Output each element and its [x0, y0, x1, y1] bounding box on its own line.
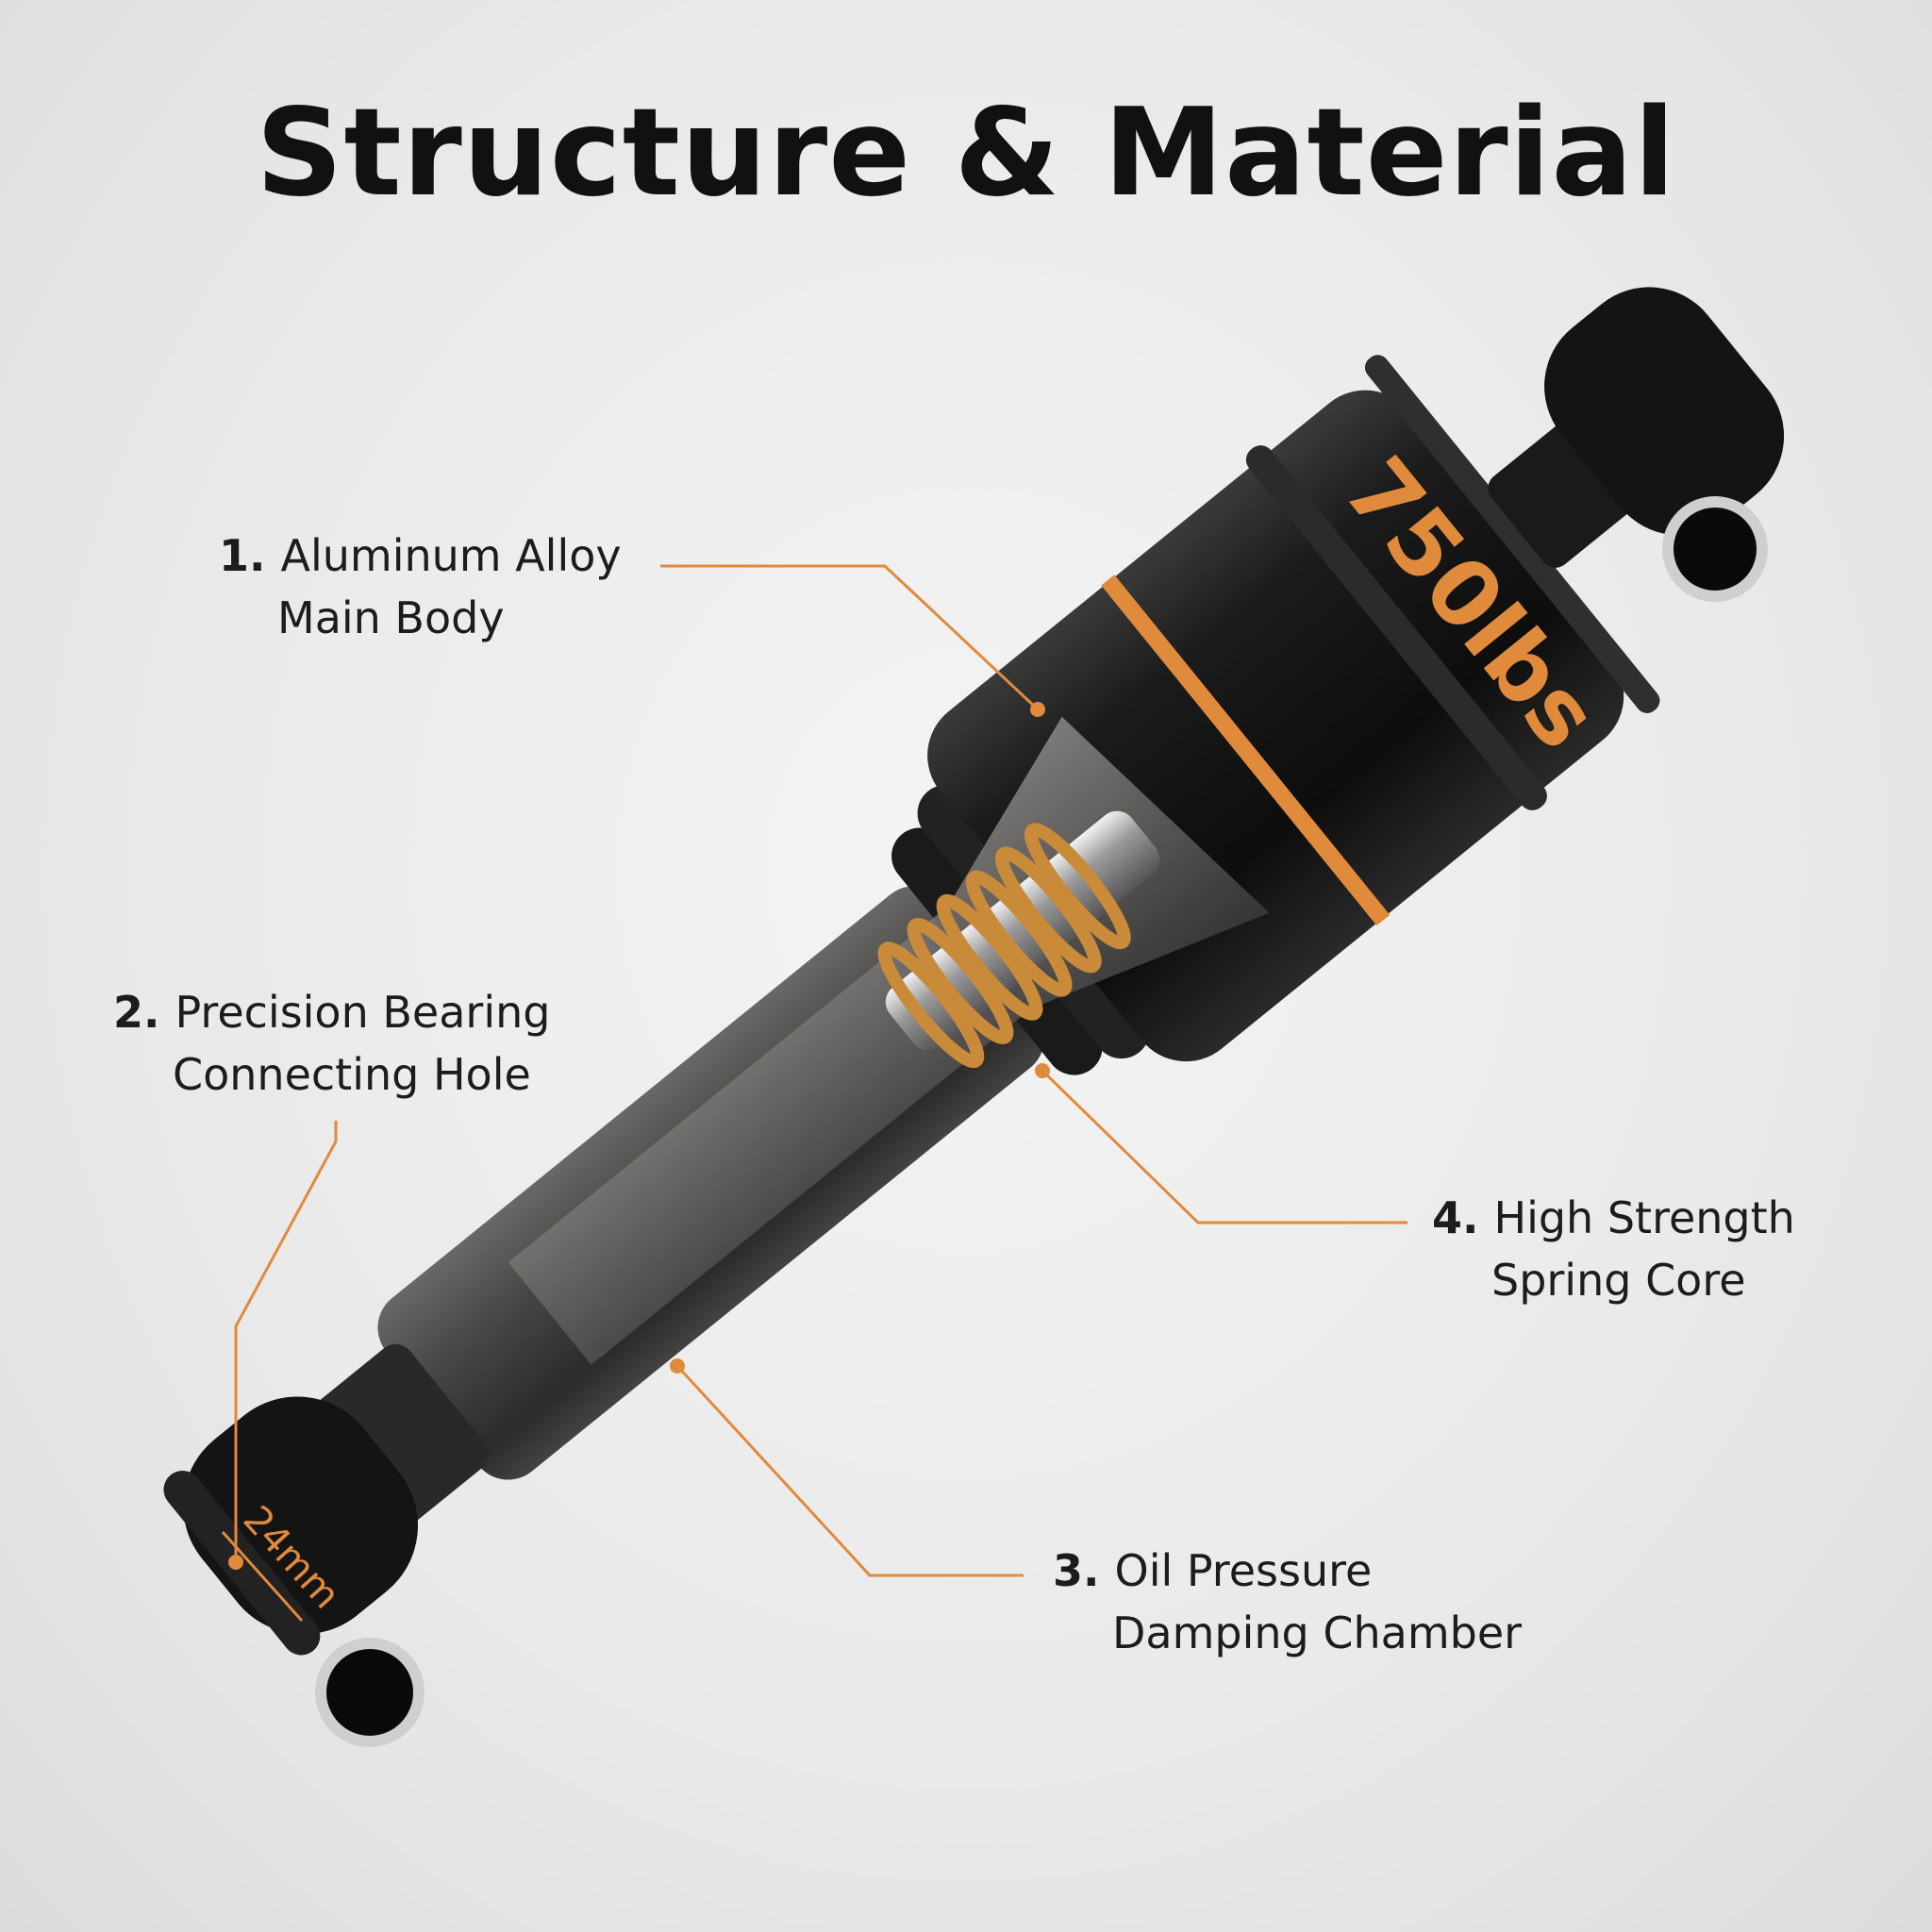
callout-bearing-hole: 2. Precision Bearing Connecting Hole: [113, 981, 550, 1106]
callout-line2: Main Body: [277, 592, 505, 643]
callout-number: 2.: [113, 987, 160, 1038]
leader-line-2: [234, 1121, 338, 1555]
leader-line-3: [675, 1364, 1024, 1577]
callout-damping-chamber: 3. Oil Pressure Damping Chamber: [1053, 1540, 1522, 1664]
leader-lines: [234, 564, 1407, 1577]
leader-dots: [228, 702, 1050, 1570]
callout-number: 3.: [1053, 1545, 1100, 1596]
callout-spring-core: 4. High Strength Spring Core: [1432, 1187, 1795, 1311]
leader-line-4: [1041, 1069, 1407, 1224]
leader-dot-2: [228, 1555, 243, 1570]
lower-bearing-hole: [315, 1638, 425, 1747]
callout-number: 4.: [1432, 1192, 1479, 1243]
callout-line1: Aluminum Alloy: [280, 530, 622, 581]
leader-dot-1: [1030, 702, 1045, 717]
cap-ring-2: [1364, 355, 1660, 713]
upper-bearing-hole: [1662, 496, 1768, 602]
leader-dot-4: [1035, 1063, 1050, 1078]
spring-core: [877, 823, 1131, 1069]
callout-aluminum-body: 1. Aluminum Alloy Main Body: [219, 525, 622, 649]
callout-line2: Connecting Hole: [173, 1049, 531, 1100]
leader-dot-3: [670, 1358, 685, 1374]
shock-body-group: 750lbs: [163, 287, 1785, 1656]
callout-line2: Damping Chamber: [1112, 1607, 1523, 1658]
callout-line1: Precision Bearing: [175, 987, 551, 1038]
upper-eyelet: [1544, 287, 1785, 536]
cutaway-window: [508, 716, 1270, 1365]
callout-number: 1.: [219, 530, 266, 581]
callout-line1: High Strength: [1493, 1192, 1795, 1243]
callout-line1: Oil Pressure: [1114, 1545, 1373, 1596]
leader-line-1: [660, 564, 1040, 711]
accent-stripe: [1101, 575, 1391, 926]
page-title: Structure & Material: [256, 83, 1676, 224]
callout-line2: Spring Core: [1491, 1255, 1746, 1306]
cap-ring-1: [1245, 445, 1547, 810]
